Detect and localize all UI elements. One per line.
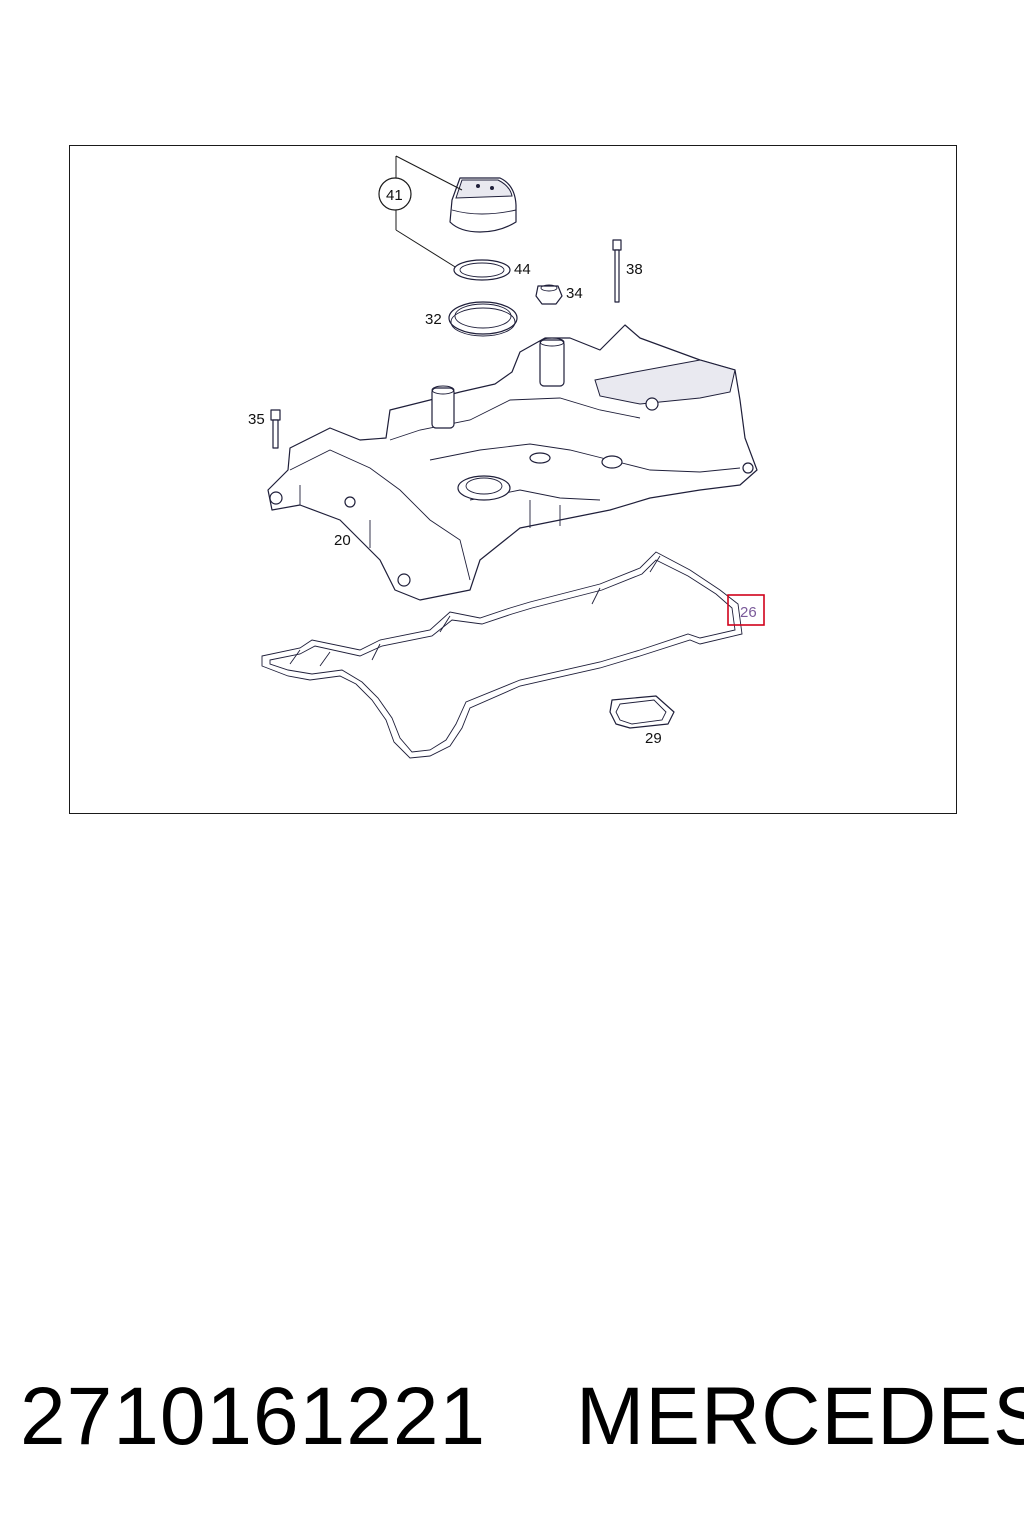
part-number: 2710161221 (20, 1371, 487, 1462)
callout-41-circle (378, 177, 412, 211)
hex-nut (535, 284, 563, 305)
cylinder-head-cover (267, 324, 758, 601)
seal-ring (448, 301, 518, 337)
oil-filler-cap (449, 177, 517, 233)
callout-34: 34 (566, 285, 583, 302)
long-bolt (612, 239, 622, 303)
brand-name: MERCEDES (576, 1371, 1024, 1462)
leader-41 (395, 155, 463, 271)
callout-20: 20 (334, 532, 351, 549)
small-gasket (609, 695, 675, 729)
callout-26: 26 (740, 604, 757, 621)
callout-35: 35 (248, 411, 265, 428)
callout-26-highlight-box (727, 594, 765, 626)
callout-29: 29 (645, 730, 662, 747)
callout-41: 41 (386, 187, 403, 204)
cover-gasket (261, 551, 743, 759)
callout-44: 44 (514, 261, 531, 278)
callout-32: 32 (425, 311, 442, 328)
callout-38: 38 (626, 261, 643, 278)
footer: 2710161221 MERCEDES (20, 1371, 1024, 1462)
short-bolt (270, 409, 281, 449)
